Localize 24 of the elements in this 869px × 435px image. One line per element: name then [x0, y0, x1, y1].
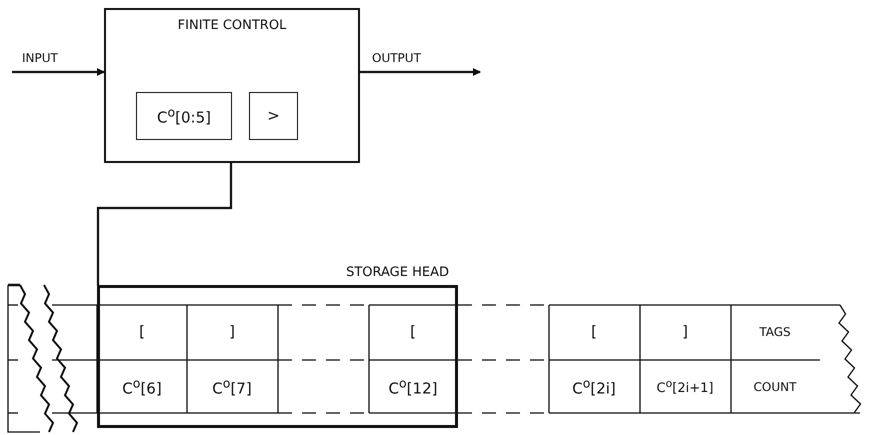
row-label: COUNT: [754, 381, 796, 393]
arrow: [12, 68, 105, 76]
tape-cell-text: C$^{o}$[12]: [388, 378, 438, 396]
edge-label: OUTPUT: [372, 52, 421, 64]
tape-cell-text: ]: [682, 324, 688, 340]
register-box: [136, 92, 232, 140]
tape-cell-text: C$^{o}$[7]: [212, 378, 252, 396]
tape-cell-text: C$^{o}$[2i]: [572, 378, 616, 396]
control-box: [104, 8, 360, 163]
comparator-box: [249, 92, 298, 140]
tape-cell-text: [: [591, 324, 597, 340]
box-text: >: [267, 108, 280, 124]
box-text: C$^{o}$[0:5]: [157, 106, 211, 126]
box-title: STORAGE HEAD: [346, 266, 449, 279]
box-title: FINITE CONTROL: [178, 19, 286, 32]
tape-cell-text: ]: [229, 324, 235, 340]
connector-line: [96, 163, 232, 285]
edge-label: INPUT: [22, 52, 58, 64]
tape-cell-text: [: [410, 324, 416, 340]
arrow: [360, 68, 481, 76]
tape-cell-text: C$^{o}$[6]: [122, 378, 162, 396]
tape-cell-text: C$^{o}$[2i+1]: [656, 378, 714, 396]
row-label: TAGS: [759, 326, 791, 338]
tape-cell-text: [: [139, 324, 145, 340]
